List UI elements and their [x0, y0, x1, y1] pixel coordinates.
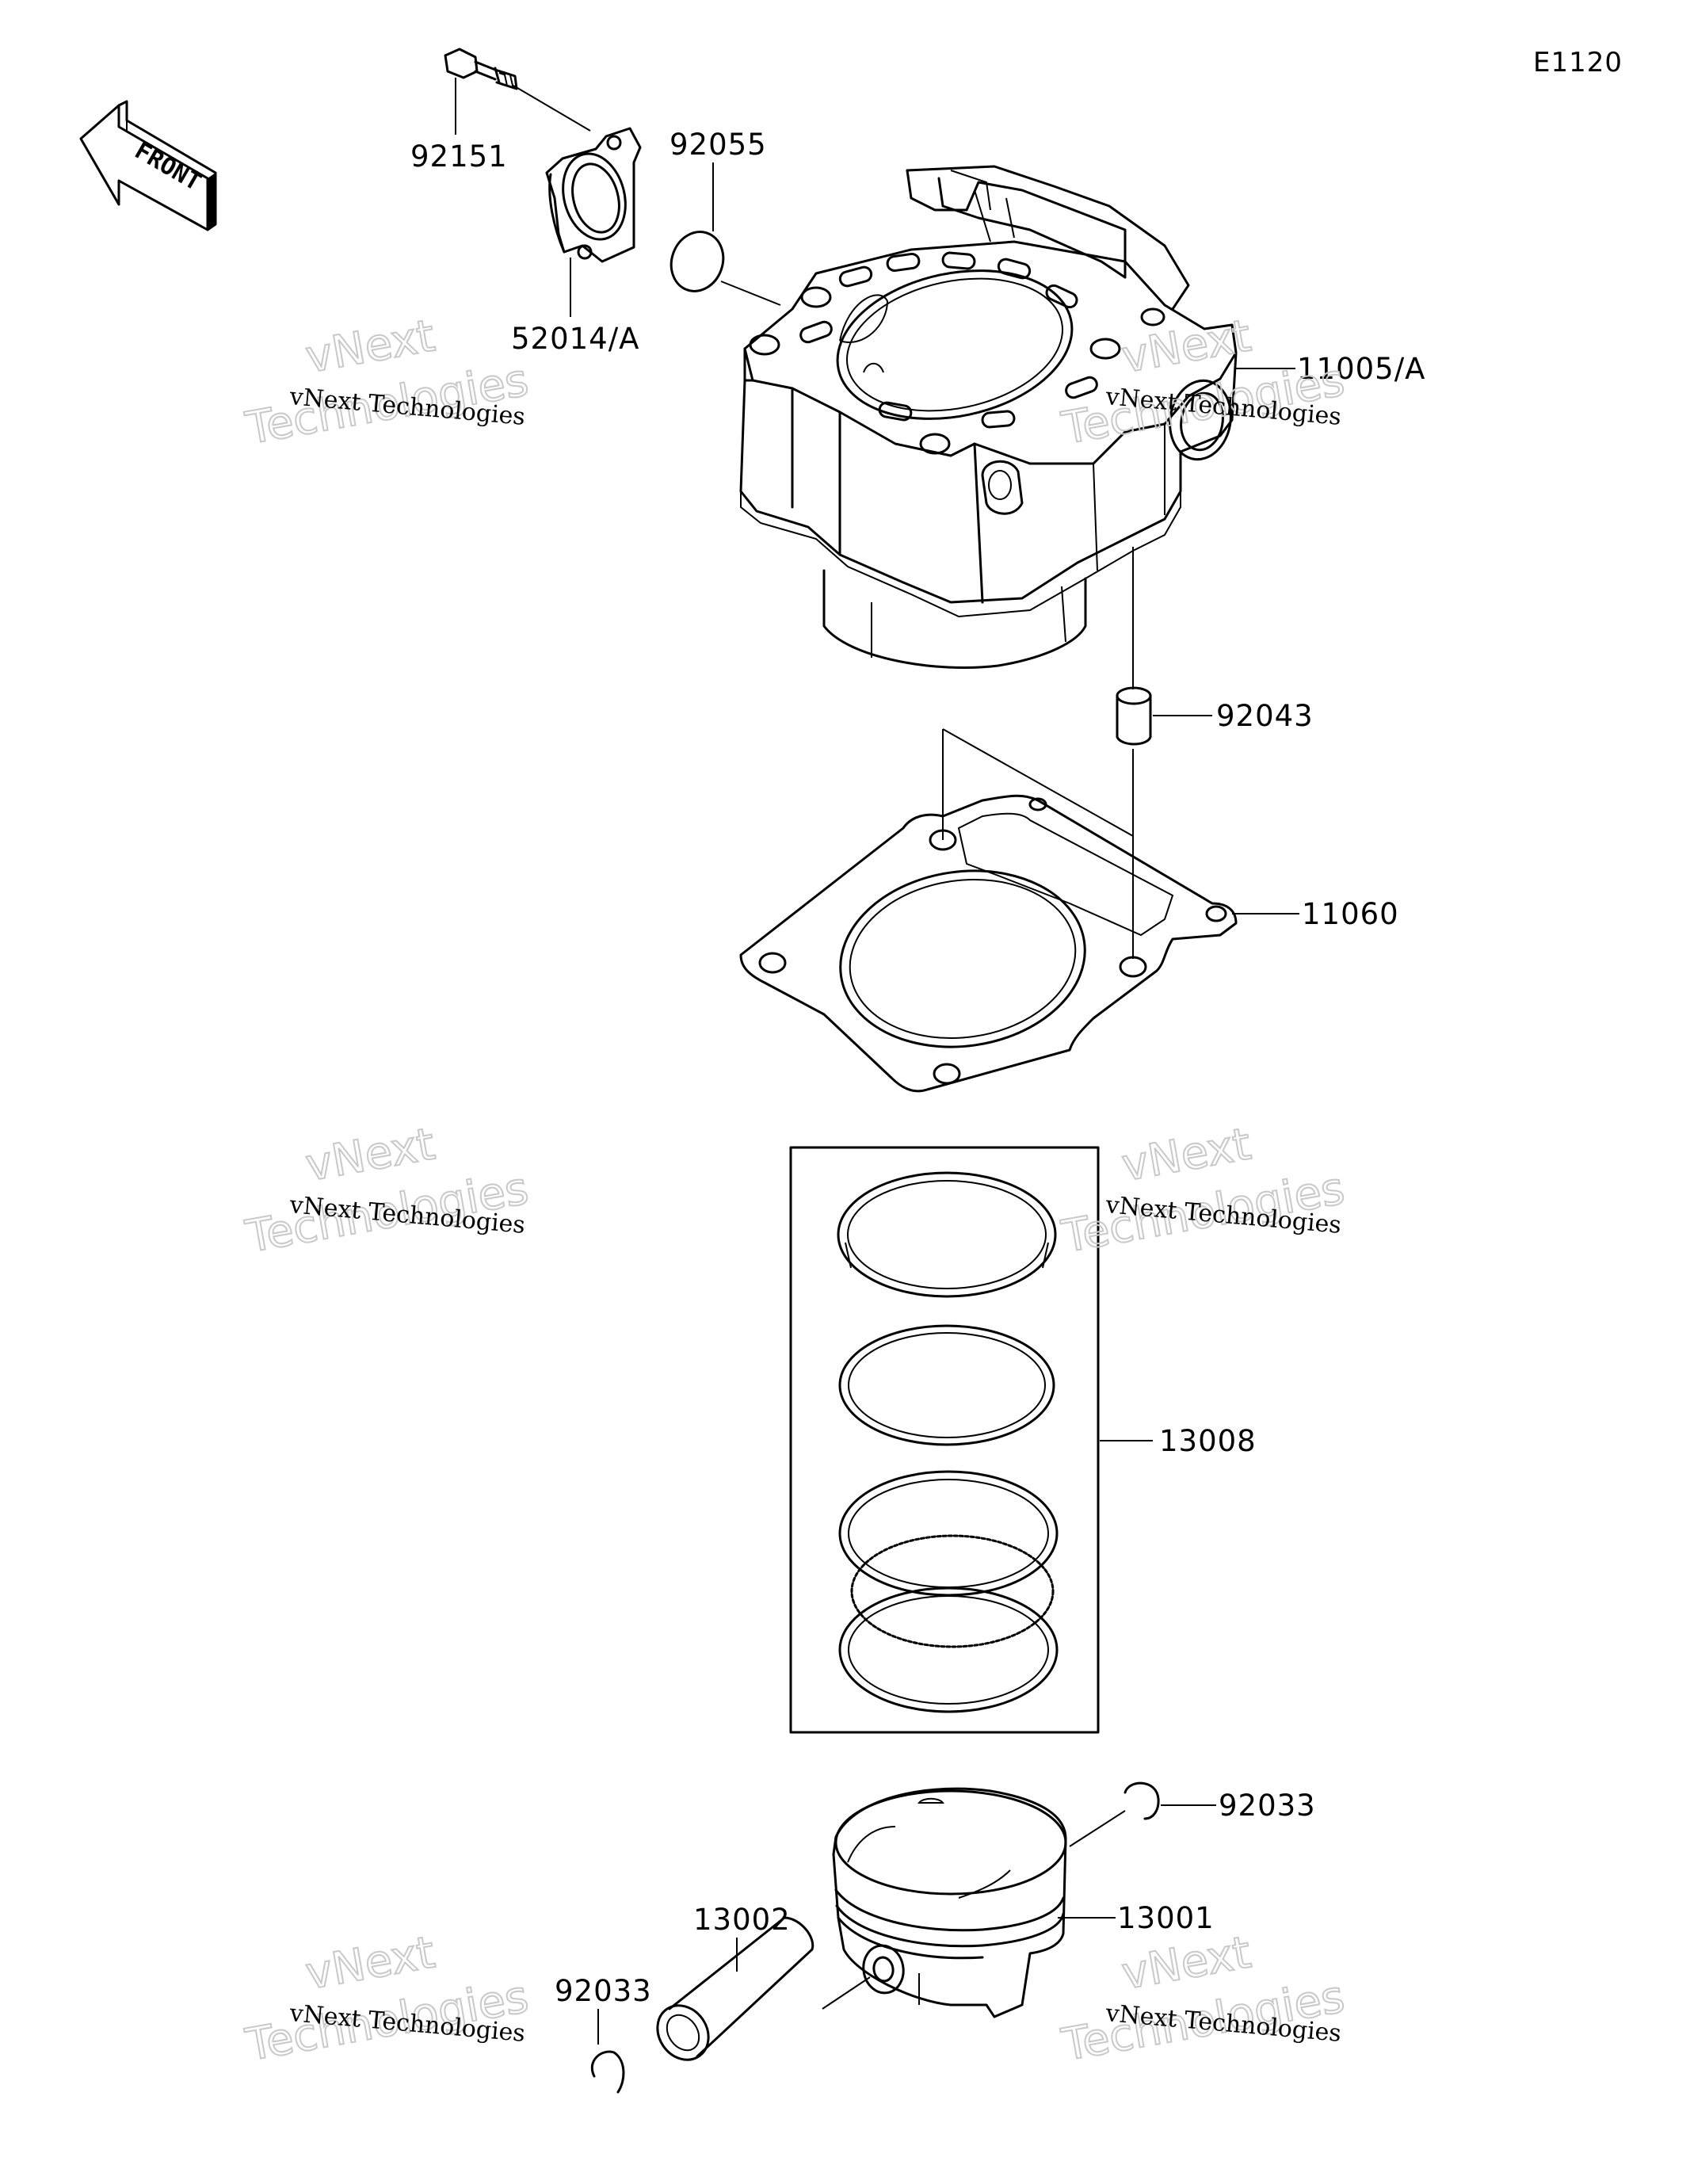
gasket-11060 [739, 794, 1238, 1093]
watermark-top-left: vNext Technologies vNext Technologies [241, 309, 533, 456]
part-label-92033-left: 92033 [555, 1974, 652, 2008]
part-label-92151: 92151 [410, 139, 508, 174]
part-label-92033-right: 92033 [1219, 1789, 1316, 1823]
part-label-11005a: 11005/A [1297, 352, 1425, 386]
part-label-52014a: 52014/A [511, 322, 639, 356]
part-label-11060: 11060 [1302, 897, 1399, 931]
ring-set-box [789, 1146, 1100, 1734]
watermark-middle-left: vNext Technologies vNext Technologies [241, 1117, 533, 1264]
cylinder-11005a [739, 165, 1238, 670]
dowel-92043 [1116, 686, 1152, 746]
piston-rings-13008 [837, 1171, 1059, 1713]
circlip-right-92033 [1123, 1781, 1160, 1820]
part-label-92055: 92055 [670, 128, 767, 162]
bolt-92151 [444, 48, 591, 132]
part-label-13001: 13001 [1117, 1901, 1215, 1935]
diagram-code: E1120 [1533, 47, 1623, 78]
circlip-left-92033 [591, 2050, 625, 2094]
piston-13001 [832, 1787, 1067, 2018]
part-label-13002: 13002 [693, 1903, 791, 1937]
front-arrow-icon [79, 100, 217, 231]
fitting-52014a [545, 127, 642, 263]
part-label-13008: 13008 [1159, 1424, 1257, 1458]
watermark-middle-right: vNext Technologies vNext Technologies [1057, 1117, 1349, 1264]
watermark-bottom-left: vNext Technologies vNext Technologies [241, 1926, 533, 2072]
oring-92055 [670, 231, 725, 292]
watermark-bottom-right: vNext Technologies vNext Technologies [1057, 1926, 1349, 2072]
piston-pin-13002 [656, 1916, 814, 2061]
part-label-92043: 92043 [1216, 699, 1314, 733]
watermark-top-right: vNext Technologies vNext Technologies [1057, 309, 1349, 456]
